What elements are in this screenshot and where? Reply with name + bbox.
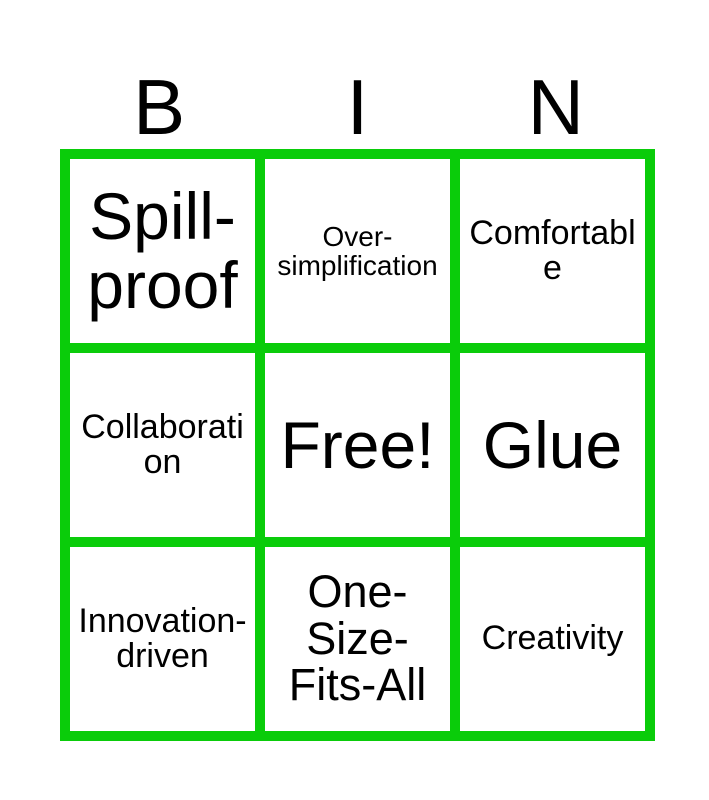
- bingo-header-letter-n: N: [527, 63, 584, 152]
- bingo-cell-r2c3[interactable]: Glue: [460, 353, 645, 537]
- bingo-grid: Spill-proof Over-simplification Comforta…: [60, 149, 655, 741]
- bingo-header-letter-b: B: [133, 63, 186, 152]
- bingo-cell-label: Creativity: [481, 619, 624, 658]
- bingo-header-row: B I N: [60, 52, 655, 152]
- bingo-cell-label: Collaboration: [81, 407, 244, 481]
- bingo-cell-r1c3[interactable]: Comfortable: [460, 159, 645, 343]
- bingo-cell-r3c3[interactable]: Creativity: [460, 547, 645, 731]
- bingo-cell-label: Free!: [280, 407, 435, 482]
- bingo-header-letter-i: I: [346, 63, 369, 152]
- bingo-cell-label: Comfortable: [469, 213, 636, 287]
- bingo-cell-r2c2-free-space[interactable]: Free!: [265, 353, 450, 537]
- bingo-cell-r2c1[interactable]: Collaboration: [70, 353, 255, 537]
- bingo-cell-r1c1[interactable]: Spill-proof: [70, 159, 255, 343]
- bingo-cell-label: One-Size-Fits-All: [288, 565, 427, 711]
- bingo-cell-label: Glue: [482, 407, 623, 482]
- bingo-cell-r1c2[interactable]: Over-simplification: [265, 159, 450, 343]
- bingo-cell-label: Innovation-driven: [78, 601, 247, 675]
- bingo-cell-r3c1[interactable]: Innovation-driven: [70, 547, 255, 731]
- bingo-cell-r3c2[interactable]: One-Size-Fits-All: [265, 547, 450, 731]
- bingo-cell-label: Spill-proof: [87, 179, 238, 322]
- bingo-cell-label: Over-simplification: [277, 220, 438, 281]
